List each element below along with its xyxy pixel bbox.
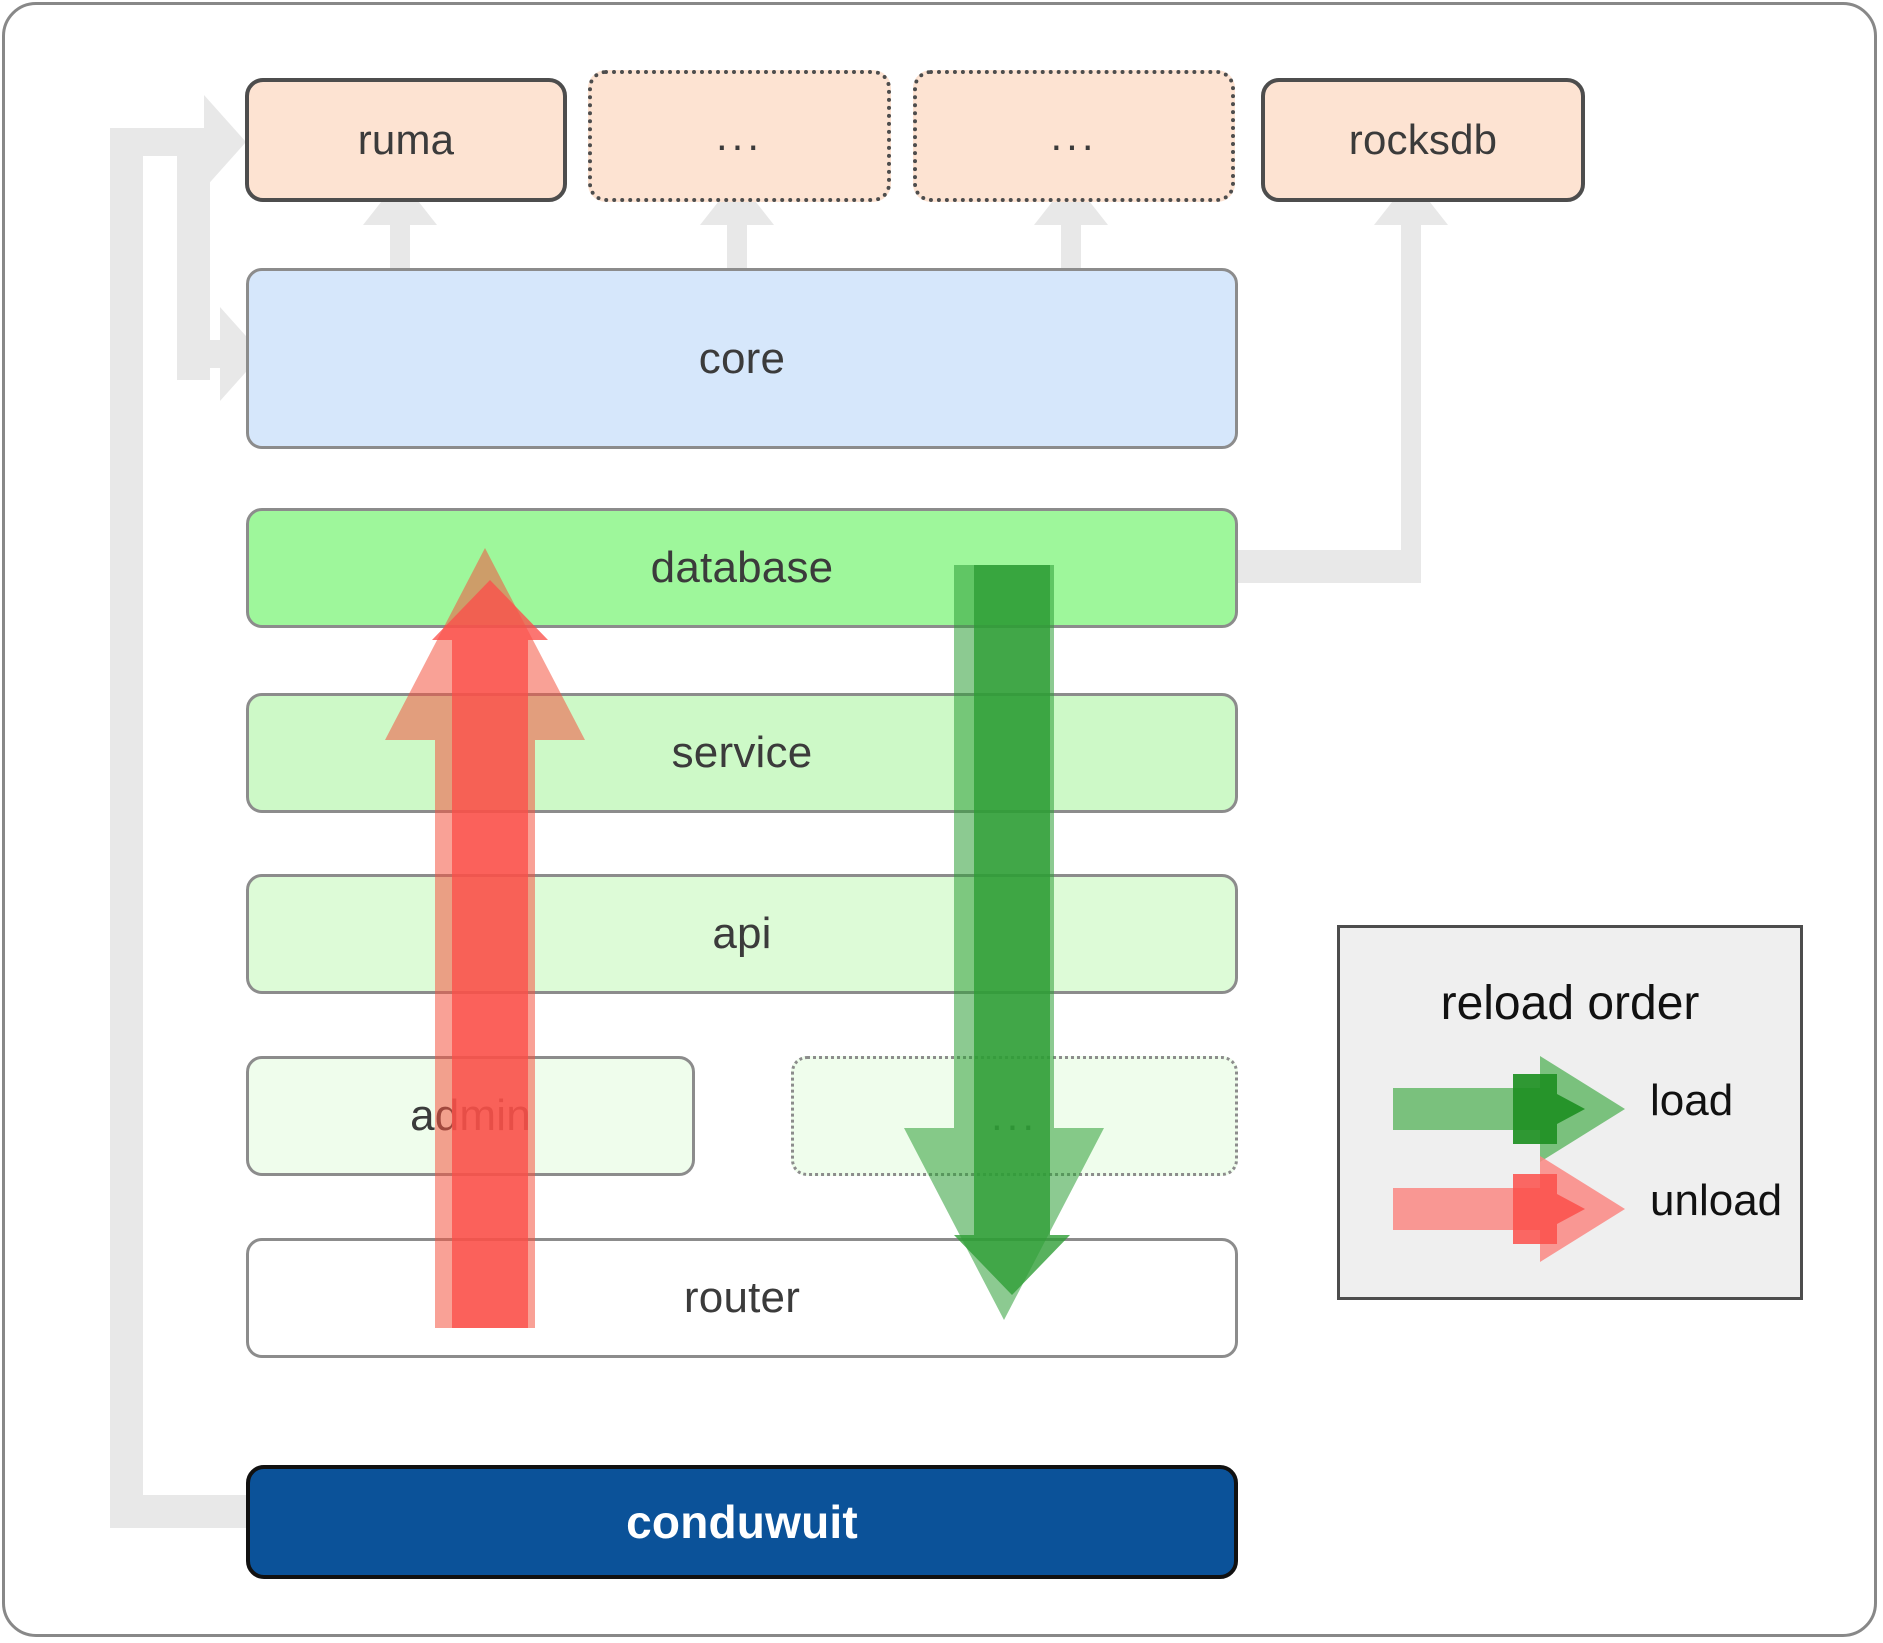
node-database[interactable]: database (246, 508, 1238, 628)
node-leaf-more-label: ... (990, 1092, 1038, 1140)
legend-label-load: load (1650, 1076, 1734, 1125)
node-dep-more-2[interactable]: ... (913, 70, 1235, 202)
node-dep-more-1-label: ... (715, 112, 763, 160)
unload-arrow-icon (1393, 1156, 1625, 1262)
node-router[interactable]: router (246, 1238, 1238, 1358)
node-rocksdb[interactable]: rocksdb (1261, 78, 1585, 202)
node-leaf-more[interactable]: ... (791, 1056, 1238, 1176)
node-admin-label: admin (410, 1091, 531, 1140)
node-conduwuit-label: conduwuit (626, 1496, 858, 1548)
node-ruma-label: ruma (357, 116, 455, 163)
legend-row-unload: unload (1340, 1156, 1800, 1262)
node-conduwuit[interactable]: conduwuit (246, 1465, 1238, 1579)
legend: reload order load unload (1337, 925, 1803, 1300)
node-rocksdb-label: rocksdb (1348, 116, 1498, 163)
node-core-label: core (698, 333, 786, 383)
node-api-label: api (712, 909, 772, 958)
legend-label-unload: unload (1650, 1176, 1783, 1225)
node-admin[interactable]: admin (246, 1056, 695, 1176)
node-core[interactable]: core (246, 268, 1238, 449)
node-dep-more-1[interactable]: ... (588, 70, 891, 202)
legend-title: reload order (1440, 977, 1700, 1030)
node-ruma[interactable]: ruma (245, 78, 567, 202)
node-service-label: service (671, 728, 813, 777)
node-router-label: router (683, 1273, 801, 1322)
node-service[interactable]: service (246, 693, 1238, 813)
node-database-label: database (650, 543, 834, 592)
legend-row-load: load (1340, 1056, 1800, 1162)
load-arrow-icon (1393, 1056, 1625, 1162)
node-api[interactable]: api (246, 874, 1238, 994)
node-dep-more-2-label: ... (1050, 112, 1098, 160)
